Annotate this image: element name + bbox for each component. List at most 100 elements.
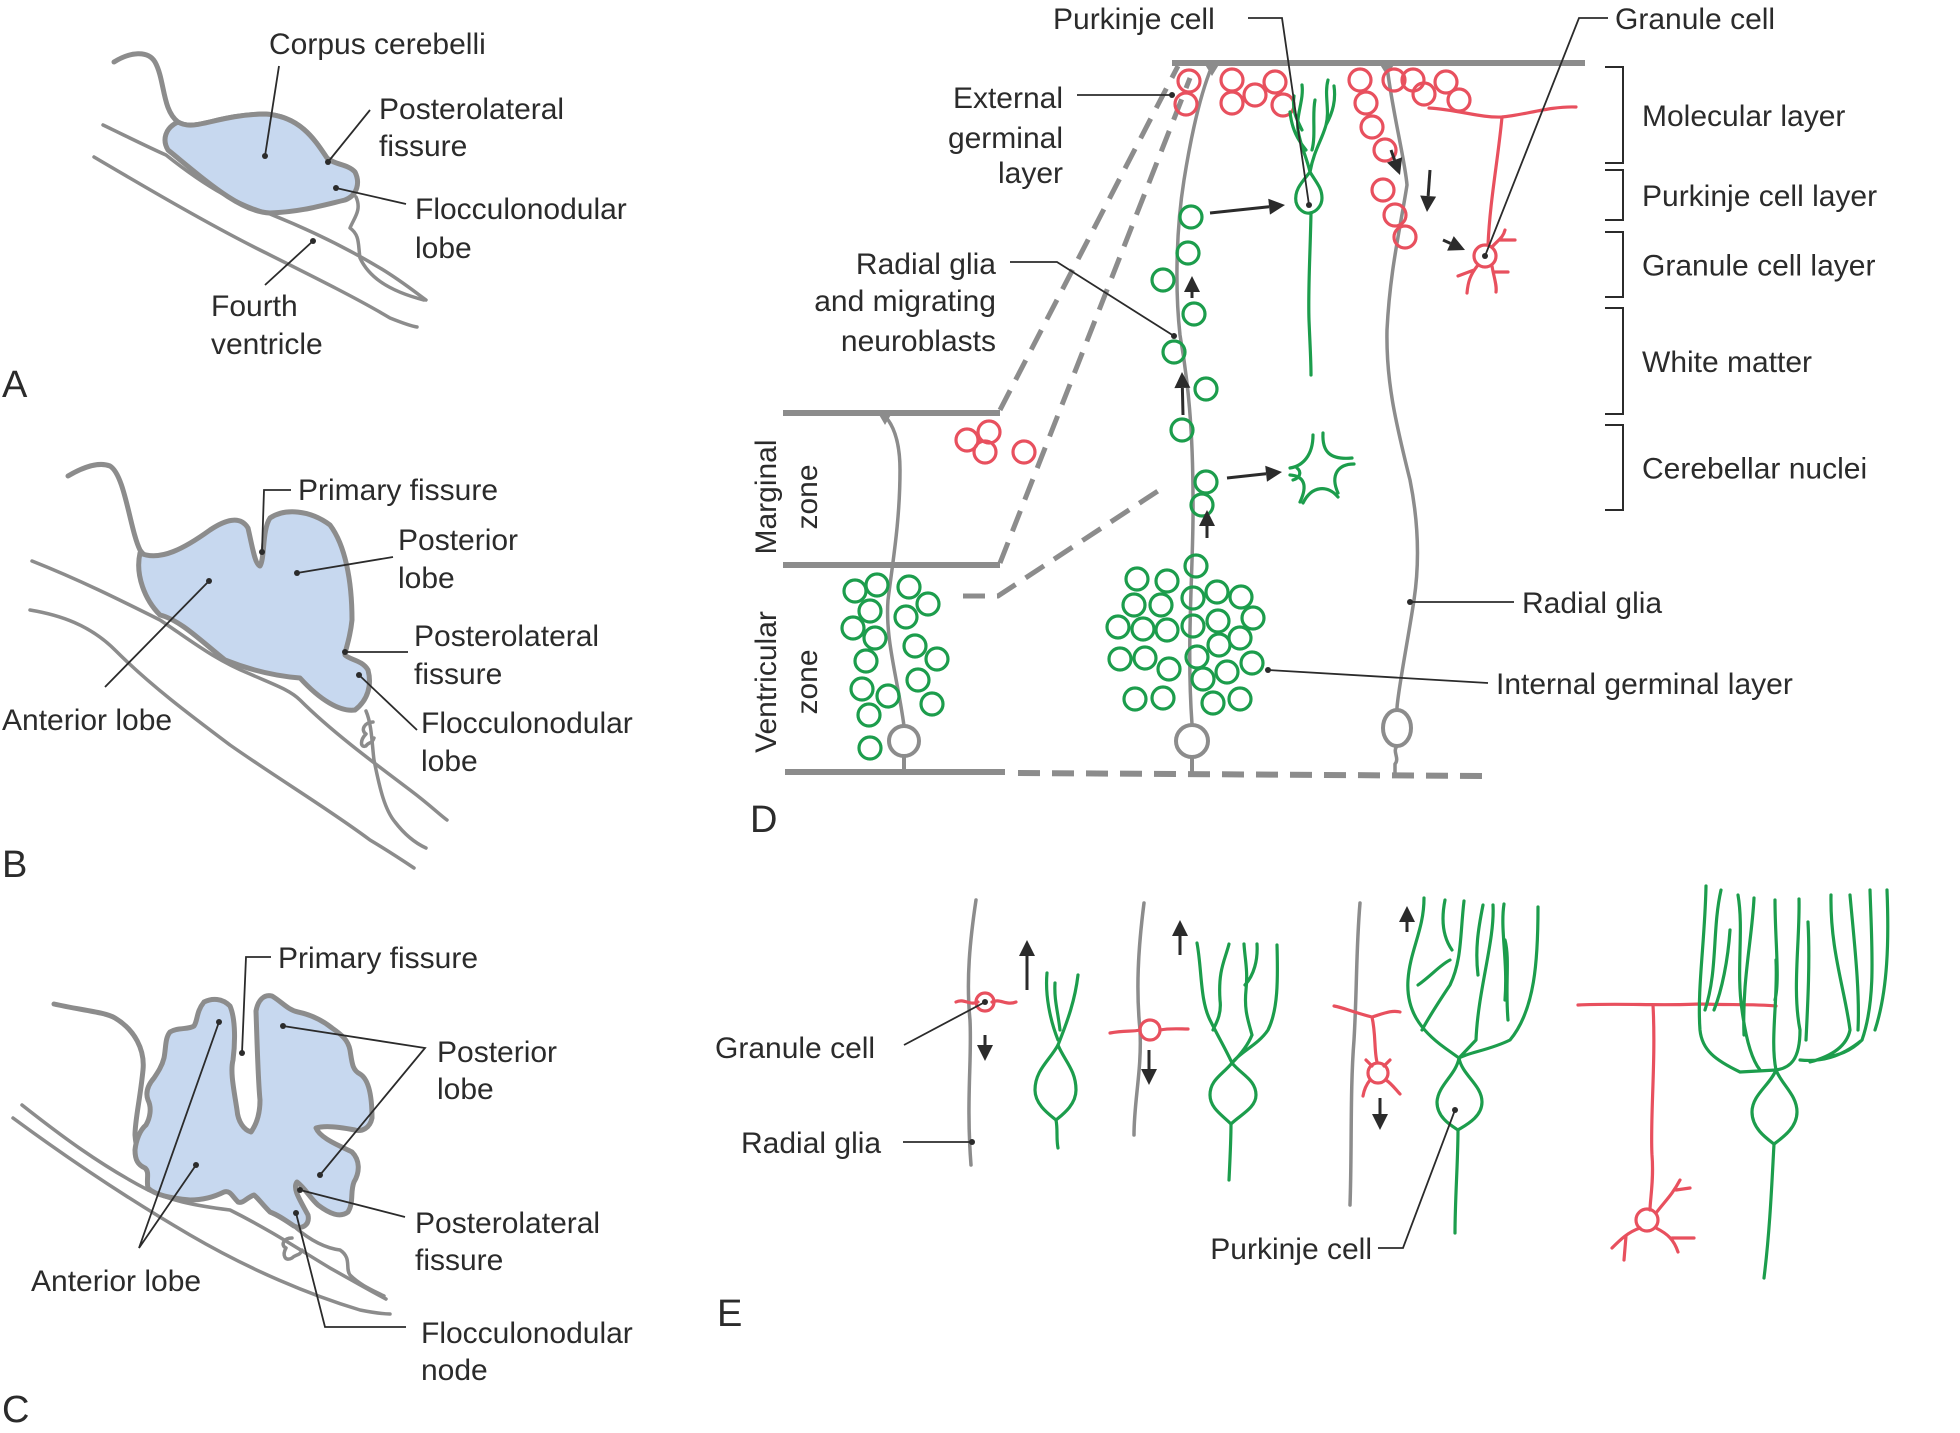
label-granule-cell: Granule cell — [1615, 3, 1775, 36]
label-marginal-zone-2: zone — [791, 464, 824, 529]
neuroblast-cell — [1169, 417, 1195, 443]
purkinje-axon — [1307, 211, 1313, 377]
leader-granule-cell — [903, 1001, 986, 1046]
radial-glia-3-endfoot — [1379, 63, 1395, 76]
neuroblast-cell — [1122, 686, 1148, 712]
label-posterolateral-fissure-2: fissure — [414, 658, 502, 691]
leader-radial-glia-migrating — [1010, 261, 1175, 337]
neuroblast-cell — [919, 691, 945, 717]
stage-3 — [1332, 896, 1540, 1235]
panel-letter-b: B — [2, 844, 27, 886]
label-posterolateral-fissure-1: Posterolateral — [414, 620, 599, 653]
neuroblast-cell — [1240, 605, 1266, 631]
leader-dot — [1407, 599, 1413, 605]
arrow-down — [1420, 169, 1437, 212]
leader-dot — [1482, 253, 1488, 259]
layer-label: White matter — [1642, 346, 1812, 379]
neuroblast-cell — [1204, 579, 1230, 605]
arrow-head — [1174, 372, 1191, 389]
layer-label: Molecular layer — [1642, 100, 1845, 133]
panel-b-stem — [364, 709, 428, 850]
neuroblast-cell — [1180, 585, 1206, 611]
leader-dot — [982, 999, 988, 1005]
neuroblast-cell — [1206, 632, 1232, 658]
label-corpus-cerebelli: Corpus cerebelli — [269, 28, 486, 61]
neuroblast-cell — [1193, 376, 1219, 402]
granule-precursor-cell — [1219, 67, 1245, 93]
radial-glia-1-endfoot — [878, 413, 892, 425]
leader-primary-fissure — [241, 956, 271, 1054]
radial-glia-3-soma — [1381, 708, 1413, 748]
neuroblast-cell — [1154, 568, 1180, 594]
leader-dot — [1169, 92, 1175, 98]
arrow-up — [1399, 906, 1415, 932]
radial-glia-2-soma — [1174, 723, 1210, 759]
panel-b-flocculus-tuft — [359, 720, 376, 749]
panel-b-line-2 — [28, 608, 416, 870]
neuroblast-cell — [1193, 469, 1219, 495]
panel-letter-d: D — [750, 799, 777, 841]
label-posterolateral-fissure-2: fissure — [415, 1244, 503, 1277]
radial-glia — [1348, 901, 1362, 1207]
label-primary-fissure: Primary fissure — [278, 942, 478, 975]
arrow-up — [1174, 372, 1191, 416]
leader-posterior-lobe — [282, 1025, 427, 1176]
purkinje-axon — [1227, 1122, 1233, 1182]
leader-primary-fissure — [261, 489, 291, 553]
leader-anterior — [104, 580, 210, 688]
layer-bracket — [1605, 307, 1624, 415]
label-granule-cell: Granule cell — [715, 1032, 875, 1065]
arrow-head — [1184, 276, 1200, 292]
layer-label: Cerebellar nuclei — [1642, 453, 1867, 486]
neuroblast-cell — [1200, 690, 1226, 716]
leader-pl-fissure — [327, 109, 371, 163]
granule-precursor-cell — [1242, 82, 1268, 108]
leader-fourth — [264, 240, 314, 286]
panel-a-corpus-cerebelli — [162, 111, 360, 216]
label-flocculonodular-1: Flocculonodular — [415, 193, 627, 226]
purkinje-dendrites — [1697, 884, 1890, 1074]
neuroblast-cell — [856, 702, 882, 728]
leader-dot — [356, 672, 362, 678]
neuroblast-cell — [1132, 645, 1158, 671]
panel-c: Primary fissure Posterior lobe Posterola… — [2, 942, 633, 1431]
arrow-head — [977, 1045, 993, 1061]
granule-cell-soma — [1634, 1207, 1660, 1233]
leader-anterior-lobe — [138, 1021, 220, 1249]
neuroblast-cell — [905, 667, 931, 693]
arrow-shaft — [1226, 472, 1267, 480]
arrow-up — [1199, 510, 1215, 538]
layer-bracket — [1605, 169, 1624, 221]
panel-e: Granule cell Radial glia Purkinje cell E — [715, 884, 1890, 1335]
arrow-right-to-granule — [1442, 236, 1465, 251]
label-ventricular-zone-1: Ventricular — [750, 611, 783, 753]
granule-precursor-cell — [1392, 224, 1418, 250]
label-flocculonodular-1: Flocculonodular — [421, 707, 633, 740]
layer-brackets — [1605, 66, 1624, 511]
panel-c-line-1 — [20, 1103, 388, 1301]
purkinje-dendrites — [1044, 971, 1080, 1047]
granule-precursor-cell — [1262, 69, 1288, 95]
label-fourth-ventricle-1: Fourth — [211, 290, 298, 323]
label-rg-migrating-2: and migrating — [814, 285, 996, 318]
label-radial-glia: Radial glia — [741, 1127, 881, 1160]
panel-c-flocculus-tuft — [281, 1236, 304, 1261]
leader-igl — [1267, 669, 1489, 684]
neuroblast-cell — [853, 648, 879, 674]
label-flocculonodular-1: Flocculonodular — [421, 1317, 633, 1350]
granule-precursor-cell — [1173, 91, 1199, 117]
migration-arrows — [1174, 149, 1465, 538]
leader-dot — [262, 153, 268, 159]
panel-a-fourth-ventricle-line-1 — [101, 123, 428, 302]
label-posterolateral-fissure-2: fissure — [379, 130, 467, 163]
label-egl-2: germinal — [948, 122, 1063, 155]
label-flocculonodular-2: node — [421, 1354, 488, 1387]
panel-c-stem — [294, 1226, 386, 1298]
panel-d: Purkinje cell Granule cell External germ… — [750, 3, 1877, 841]
purkinje-soma — [1750, 1068, 1799, 1146]
leader-dot — [333, 185, 339, 191]
neuroblast-cell — [1228, 584, 1254, 610]
nuclei-neuron-processes — [1288, 431, 1356, 505]
stage-1 — [954, 898, 1080, 1167]
